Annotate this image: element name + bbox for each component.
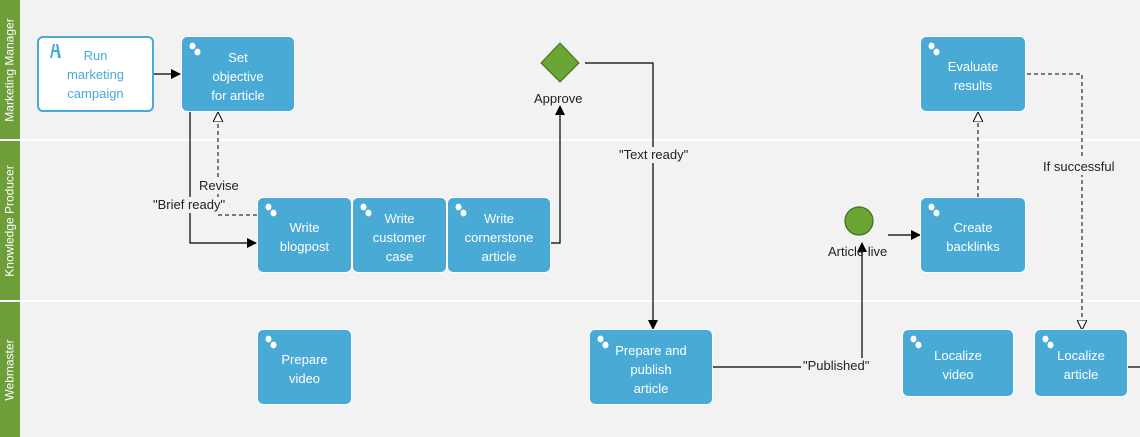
evaluate-results-task[interactable]: Evaluate results: [920, 36, 1026, 112]
brief-ready-label: "Brief ready": [151, 197, 228, 213]
write-blogpost-label: Write blogpost: [279, 220, 330, 254]
run-marketing-campaign-node[interactable]: Run marketing campaign: [37, 36, 154, 112]
if-successful-label: If successful: [1041, 159, 1117, 175]
set-objective-task[interactable]: Set objective for article: [181, 36, 295, 112]
write-customer-case-task[interactable]: Write customer case: [352, 197, 447, 273]
edge-publish-to-live: [712, 242, 867, 368]
prepare-publish-article-task[interactable]: Prepare and publish article: [589, 329, 713, 405]
lane-label-webmaster[interactable]: Webmaster: [0, 302, 20, 437]
signpost-icon: [50, 44, 61, 58]
feet-icon: [1042, 335, 1054, 349]
published-label: "Published": [801, 358, 872, 374]
localize-article-label: Localize article: [1057, 348, 1105, 382]
write-cornerstone-article-task[interactable]: Write cornerstone article: [447, 197, 551, 273]
evaluate-results-label: Evaluate results: [947, 59, 999, 93]
feet-icon: [360, 203, 372, 217]
create-backlinks-task[interactable]: Create backlinks: [920, 197, 1026, 273]
article-live-label: Article live: [828, 244, 888, 259]
localize-video-task[interactable]: Localize video: [902, 329, 1014, 397]
edge-evaluate-to-localize: [1027, 73, 1082, 329]
approve-gateway: [540, 42, 580, 83]
feet-icon: [455, 203, 467, 217]
feet-icon: [265, 203, 277, 217]
create-backlinks-label: Create backlinks: [946, 220, 1000, 254]
prepare-video-task[interactable]: Prepare video: [257, 329, 352, 405]
article-live-event: [844, 206, 874, 236]
revise-label: Revise: [197, 178, 241, 194]
feet-icon: [597, 335, 609, 349]
edge-approve-to-publish: [585, 62, 658, 330]
write-customer-case-label: Write customer case: [372, 210, 427, 264]
text-ready-label: "Text ready": [617, 147, 691, 163]
feet-icon: [189, 42, 201, 56]
lane-label-knowledge-producer[interactable]: Knowledge Producer: [0, 141, 20, 300]
edge-cornerstone-to-approve: [550, 105, 565, 244]
localize-article-task[interactable]: Localize article: [1034, 329, 1128, 397]
feet-icon: [928, 42, 940, 56]
write-cornerstone-article-label: Write cornerstone article: [464, 210, 534, 264]
set-objective-label: Set objective for article: [211, 49, 265, 103]
prepare-publish-article-label: Prepare and publish article: [615, 342, 687, 396]
localize-video-label: Localize video: [934, 348, 982, 382]
lane-label-marketing-manager[interactable]: Marketing Manager: [0, 0, 20, 139]
edge-revise: [218, 113, 257, 216]
run-marketing-campaign-label: Run marketing campaign: [66, 47, 125, 101]
feet-icon: [265, 335, 277, 349]
feet-icon: [928, 203, 940, 217]
feet-icon: [910, 335, 922, 349]
approve-label: Approve: [534, 91, 583, 106]
write-blogpost-task[interactable]: Write blogpost: [257, 197, 352, 273]
edge-objective-to-blogpost: [189, 112, 257, 248]
prepare-video-label: Prepare video: [281, 352, 328, 386]
